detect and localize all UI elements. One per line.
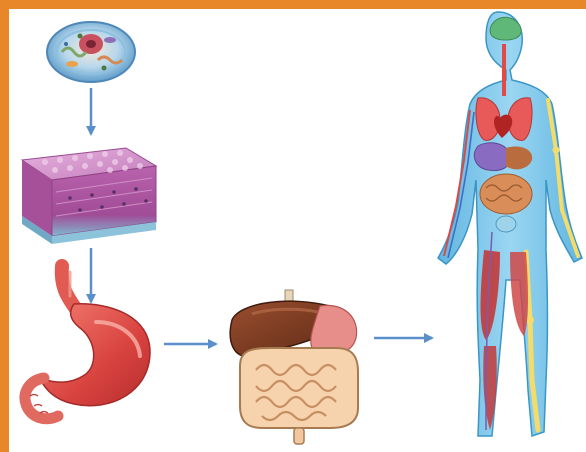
stomach-illustration (25, 266, 150, 419)
cell-illustration (47, 22, 135, 82)
digestive-system-illustration (230, 290, 358, 444)
human-body-illustration (438, 12, 582, 436)
tissue-illustration (22, 148, 156, 244)
